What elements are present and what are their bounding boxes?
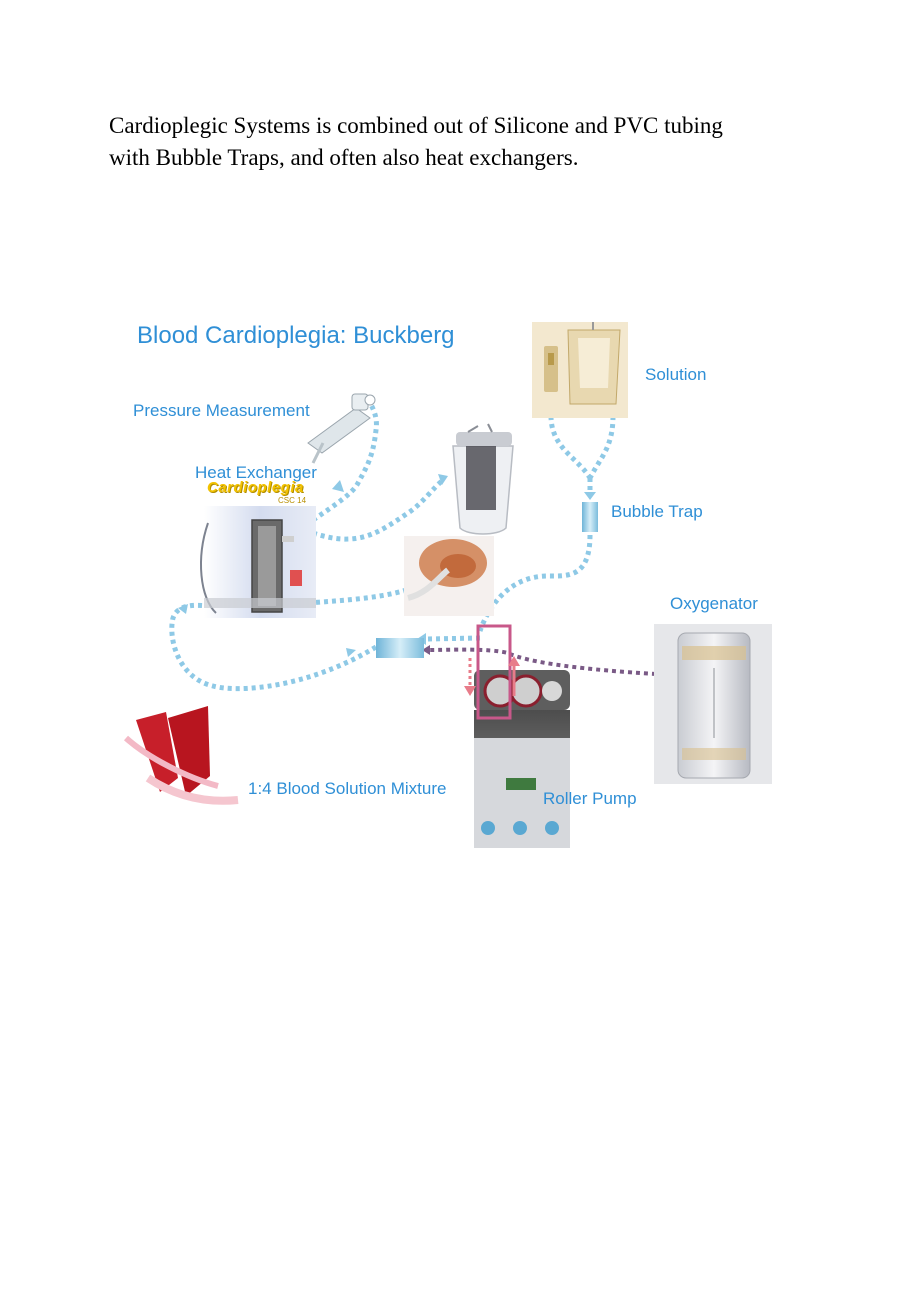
tubing-heat-exchanger-to-heart	[307, 583, 419, 606]
diagram-graphics	[123, 322, 772, 848]
cardioplegia-diagram: Blood Cardioplegia: Buckberg Solution Pr…	[108, 308, 788, 853]
arrow-left-loop	[346, 648, 356, 657]
pump-flow-arrows	[464, 656, 520, 696]
intro-line-1: Cardioplegic Systems is combined out of …	[109, 113, 723, 138]
solution-bags-image	[532, 322, 628, 418]
arrow-from-oxygenator	[422, 645, 430, 655]
heat-exchanger-image	[200, 506, 316, 618]
heat-exchanger-logo: Cardioplegia	[207, 479, 304, 496]
inline-bubble-trap-image	[376, 638, 424, 658]
arrow-to-reservoir	[438, 474, 448, 485]
oxygenator-image	[654, 624, 772, 784]
intro-line-2: with Bubble Traps, and often also heat e…	[109, 145, 579, 170]
label-oxygenator: Oxygenator	[670, 594, 758, 613]
arrow-up-loop	[178, 604, 188, 614]
tubing-trap-to-heat-exchanger	[169, 602, 378, 692]
label-bubble-trap: Bubble Trap	[611, 502, 703, 521]
label-heat-exchanger: Heat Exchanger	[195, 463, 317, 482]
reservoir-image	[452, 423, 514, 535]
arrow-to-bubble-trap	[584, 492, 596, 500]
tubing-heat-exchanger-to-reservoir	[312, 478, 445, 542]
heart-image	[404, 536, 494, 616]
label-blood-solution-mixture: 1:4 Blood Solution Mixture	[248, 779, 447, 798]
tubing-solution-to-trap	[548, 415, 616, 493]
tubing-oxygenator-line	[429, 647, 657, 676]
roller-pump-image	[474, 670, 570, 848]
diagram-title: Blood Cardioplegia: Buckberg	[137, 322, 455, 349]
tubing-trap-to-pump	[477, 534, 593, 632]
label-pressure-measurement: Pressure Measurement	[133, 401, 310, 420]
pressure-transducer-image	[307, 393, 376, 464]
tubing-to-pressure-measurement	[311, 401, 379, 523]
mixture-set-image	[123, 706, 239, 805]
arrow-to-pressure-measurement	[332, 480, 344, 492]
bubble-trap-image	[582, 502, 598, 532]
heat-exchanger-model: CSC 14	[278, 496, 307, 505]
intro-text: Cardioplegic Systems is combined out of …	[109, 110, 829, 174]
tubing-pump-to-inline-trap	[425, 635, 481, 642]
label-solution: Solution	[645, 365, 707, 384]
pump-segment-highlight	[476, 624, 512, 720]
label-roller-pump: Roller Pump	[543, 789, 637, 808]
